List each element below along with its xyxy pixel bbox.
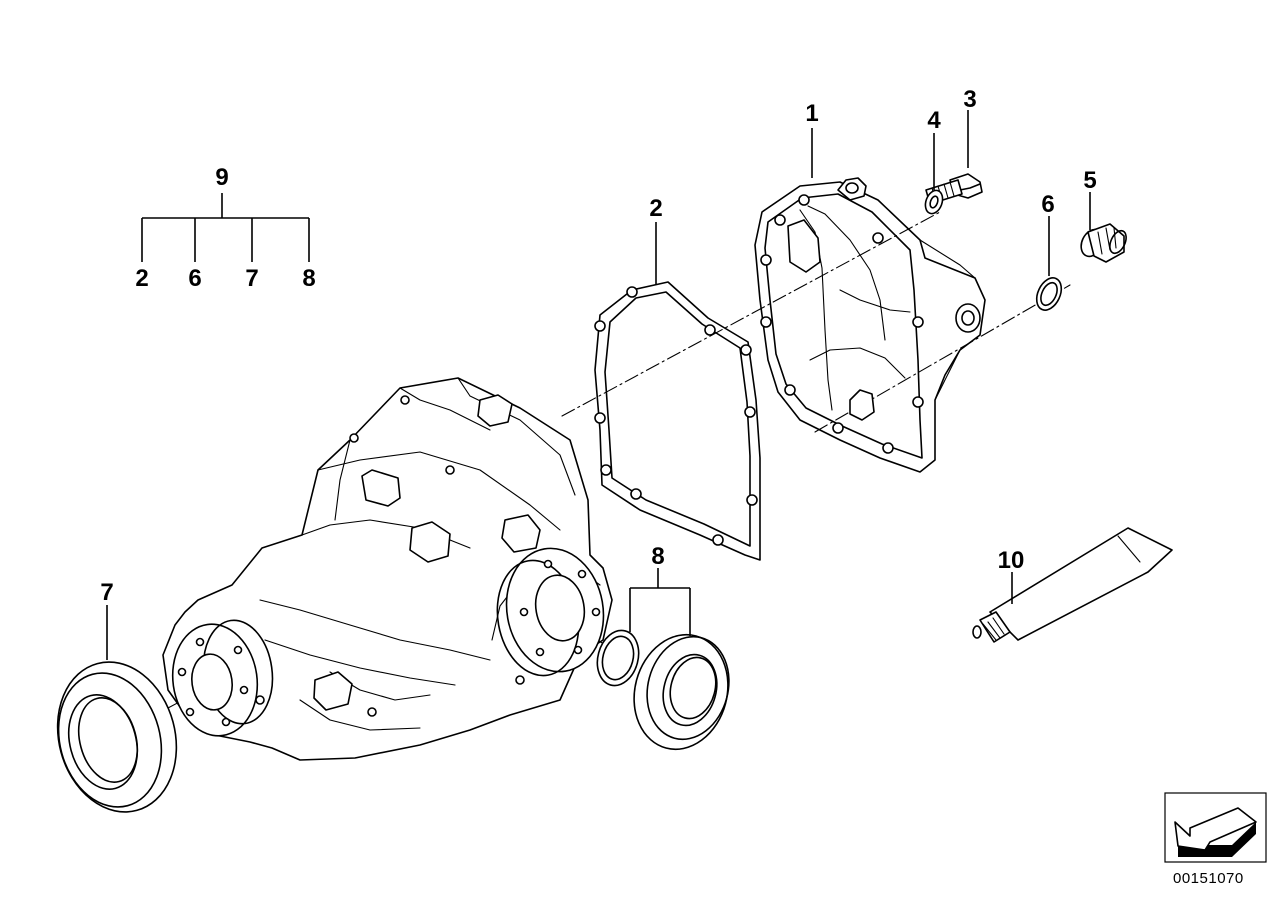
- group-bracket-9: 9 2 6 7 8: [135, 164, 315, 292]
- diagram-reference-number: 00151070: [1173, 870, 1244, 887]
- screw-plug: [1080, 223, 1127, 263]
- callout-5[interactable]: 5: [1083, 167, 1096, 194]
- group-member-2[interactable]: 2: [135, 265, 148, 292]
- callout-10[interactable]: 10: [998, 547, 1025, 574]
- sealant-tube: [972, 527, 1173, 643]
- callout-3[interactable]: 3: [963, 86, 976, 113]
- washer: [924, 189, 944, 215]
- navigation-arrow-icon[interactable]: [1164, 792, 1267, 863]
- callout-4[interactable]: 4: [927, 107, 941, 134]
- callout-1[interactable]: 1: [805, 100, 818, 127]
- shaft-seal-right: [633, 633, 730, 751]
- callout-7[interactable]: 7: [100, 579, 113, 606]
- differential-housing: [162, 377, 613, 761]
- group-member-8[interactable]: 8: [302, 265, 315, 292]
- group-member-7[interactable]: 7: [245, 265, 258, 292]
- cover-gasket: [594, 281, 761, 561]
- snap-ring-right: [596, 629, 640, 687]
- callout-labels: 1 2 3 4 5 6 7 8 10: [100, 86, 1096, 606]
- group-member-6[interactable]: 6: [188, 265, 201, 292]
- callout-leaders: [106, 110, 1091, 660]
- shaft-seal-left: [56, 661, 178, 813]
- callout-6[interactable]: 6: [1041, 191, 1054, 218]
- callout-9[interactable]: 9: [215, 164, 228, 191]
- left-output-flange: [171, 619, 274, 737]
- callout-2[interactable]: 2: [649, 195, 662, 222]
- rear-cover: [754, 177, 986, 473]
- callout-8[interactable]: 8: [651, 543, 664, 570]
- right-output-flange: [496, 547, 605, 677]
- sealing-ring: [1035, 277, 1063, 311]
